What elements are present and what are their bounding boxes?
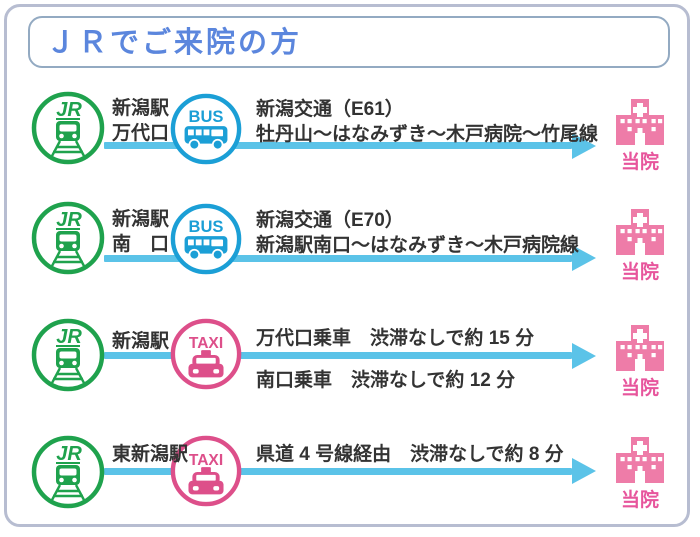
route-arrow (104, 468, 572, 475)
hospital-icon (616, 437, 664, 483)
destination-label: 当院 (620, 378, 659, 399)
jr-train-icon: JR (31, 435, 105, 509)
jr-train-icon: JR (31, 318, 105, 392)
title-box: ＪＲでご来院の方 (28, 16, 670, 68)
route-description: 牡丹山〜はなみずき〜木戸病院〜竹尾線 (256, 124, 599, 145)
route-arrow-head (572, 458, 596, 484)
route-arrow-head (572, 343, 596, 369)
route-arrow (104, 255, 572, 262)
jr-train-icon: JR (31, 91, 105, 165)
destination-label: 当院 (620, 152, 659, 173)
bus-badge-label: BUS (189, 107, 224, 126)
destination-label: 当院 (620, 490, 659, 511)
station-name: 新潟駅 (112, 331, 170, 352)
route-arrow-head (572, 245, 596, 271)
station-name: 新潟駅 南 口 (112, 209, 170, 255)
taxi-icon: TAXI (170, 435, 242, 507)
jr-train-icon: JR (31, 201, 105, 275)
taxi-badge-label: TAXI (189, 335, 223, 352)
hospital-icon (616, 325, 664, 371)
bus-badge-label: BUS (189, 217, 224, 236)
page-title: ＪＲでご来院の方 (46, 27, 303, 59)
route-arrow-head (572, 133, 596, 159)
jr-badge-label: JR (56, 99, 82, 121)
route-arrow (104, 352, 572, 359)
route-description: 南口乗車 渋滞なしで約 12 分 (256, 370, 516, 391)
taxi-badge-label: TAXI (189, 452, 223, 469)
station-name: 東新潟駅 (112, 444, 189, 465)
hospital-icon (616, 209, 664, 255)
station-name: 新潟駅 万代口 (112, 98, 170, 144)
bus-icon: BUS (170, 93, 242, 165)
route-description: 新潟駅南口〜はなみずき〜木戸病院線 (256, 235, 580, 256)
jr-badge-label: JR (56, 209, 82, 231)
jr-badge-label: JR (56, 443, 82, 465)
route-description: 万代口乗車 渋滞なしで約 15 分 (256, 328, 535, 349)
route-description: 新潟交通（E61） (256, 99, 404, 120)
taxi-icon: TAXI (170, 318, 242, 390)
route-description: 県道 4 号線経由 渋滞なしで約 8 分 (256, 444, 564, 465)
bus-icon: BUS (170, 203, 242, 275)
destination-label: 当院 (620, 262, 659, 283)
route-description: 新潟交通（E70） (256, 210, 404, 231)
jr-badge-label: JR (56, 326, 82, 348)
route-arrow (104, 142, 572, 149)
hospital-icon (616, 99, 664, 145)
